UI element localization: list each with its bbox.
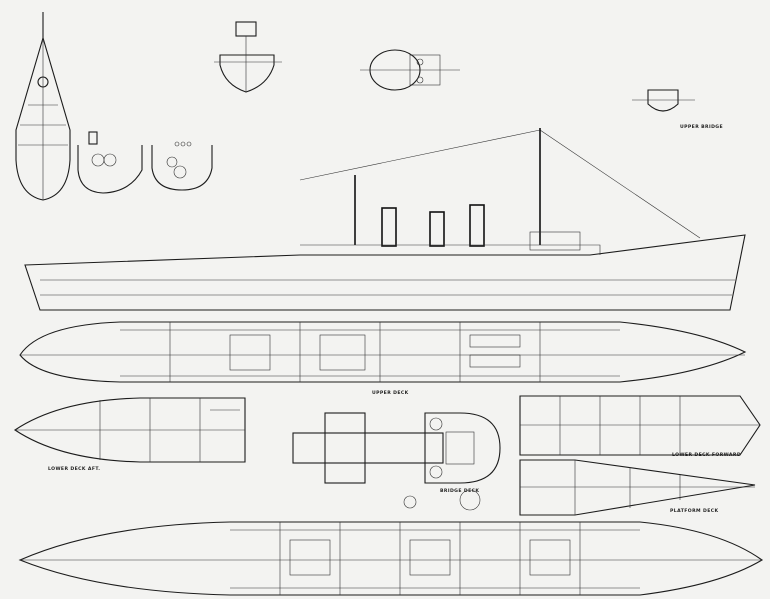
hold-plan bbox=[18, 521, 764, 596]
lower-deck-aft-plan: LOWER DECK AFT. bbox=[14, 397, 246, 472]
section-view-frame-aft bbox=[214, 21, 282, 93]
platform-deck-label: PLATFORM DECK bbox=[670, 508, 718, 514]
lower-deck-forward-label: LOWER DECK FORWARD bbox=[672, 452, 741, 458]
section-view-forward bbox=[15, 12, 71, 201]
profile-elevation bbox=[24, 128, 746, 311]
lower-deck-aft-label: LOWER DECK AFT. bbox=[48, 466, 100, 472]
upper-deck-plan: UPPER DECK bbox=[19, 321, 747, 396]
bridge-deck-plan: BRIDGE DECK bbox=[292, 412, 501, 511]
bridge-deck-label: BRIDGE DECK bbox=[440, 488, 479, 494]
upper-deck-label: UPPER DECK bbox=[372, 390, 409, 396]
section-view-3 bbox=[151, 141, 213, 191]
platform-deck-plan: PLATFORM DECK bbox=[519, 459, 756, 516]
top-of-wheelhouse-aft bbox=[360, 49, 460, 91]
upper-bridge-view: UPPER BRIDGE bbox=[632, 89, 723, 130]
upper-bridge-label: UPPER BRIDGE bbox=[680, 124, 723, 130]
section-view-2 bbox=[77, 131, 143, 194]
lower-deck-forward-plan: LOWER DECK FORWARD bbox=[519, 395, 761, 458]
